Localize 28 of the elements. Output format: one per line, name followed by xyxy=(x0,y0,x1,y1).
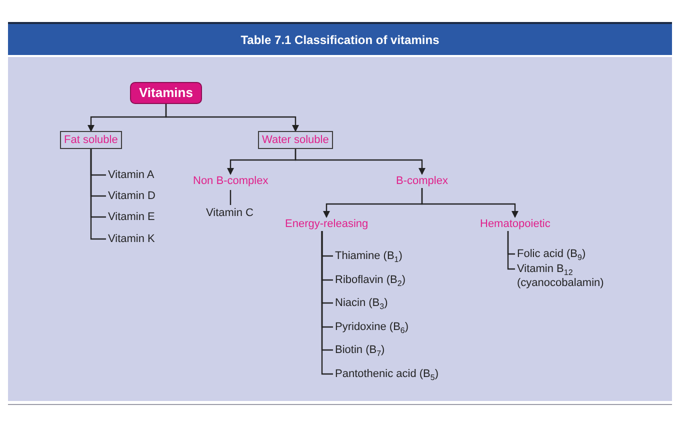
connector-line xyxy=(90,149,106,240)
category-heading: Non B-complex xyxy=(193,174,268,188)
arrow xyxy=(294,149,426,175)
category-heading: Energy-releasing xyxy=(285,217,368,231)
vitamin-name: Pantothenic acid (B$_{5}$) xyxy=(335,367,439,381)
arrow xyxy=(421,188,518,218)
category-box: Fat soluble xyxy=(60,131,122,149)
vitamin-name: Vitamin K xyxy=(108,232,155,246)
vitamin-name: Vitamin D xyxy=(108,189,156,203)
vitamin-name: Biotin (B$_{7}$) xyxy=(335,343,385,357)
arrow xyxy=(165,104,299,132)
category-heading: Hematopoietic xyxy=(480,217,550,231)
vitamin-name: Pyridoxine (B$_{6}$) xyxy=(335,320,409,334)
vitamin-name: Vitamin C xyxy=(206,206,254,220)
connector-line xyxy=(321,231,333,375)
vitamin-name: Folic acid (B$_{9}$) xyxy=(517,247,586,261)
vitamin-name: Vitamin E xyxy=(108,210,155,224)
vitamin-name: Riboflavin (B$_{2}$) xyxy=(335,273,406,287)
vitamin-name: Niacin (B$_{3}$) xyxy=(335,296,388,310)
vitamin-name: Vitamin A xyxy=(108,168,154,182)
category-badge: Vitamins xyxy=(130,82,202,104)
vitamin-name: Vitamin B$_{12}$ (cyanocobalamin) xyxy=(517,262,617,290)
vitamin-name: Thiamine (B$_{1}$) xyxy=(335,249,402,263)
category-heading: B-complex xyxy=(396,174,448,188)
table-title: Table 7.1 Classification of vitamins xyxy=(8,22,672,55)
connector-line xyxy=(507,231,515,270)
category-box: Water soluble xyxy=(258,131,333,149)
connector-line xyxy=(230,190,232,205)
